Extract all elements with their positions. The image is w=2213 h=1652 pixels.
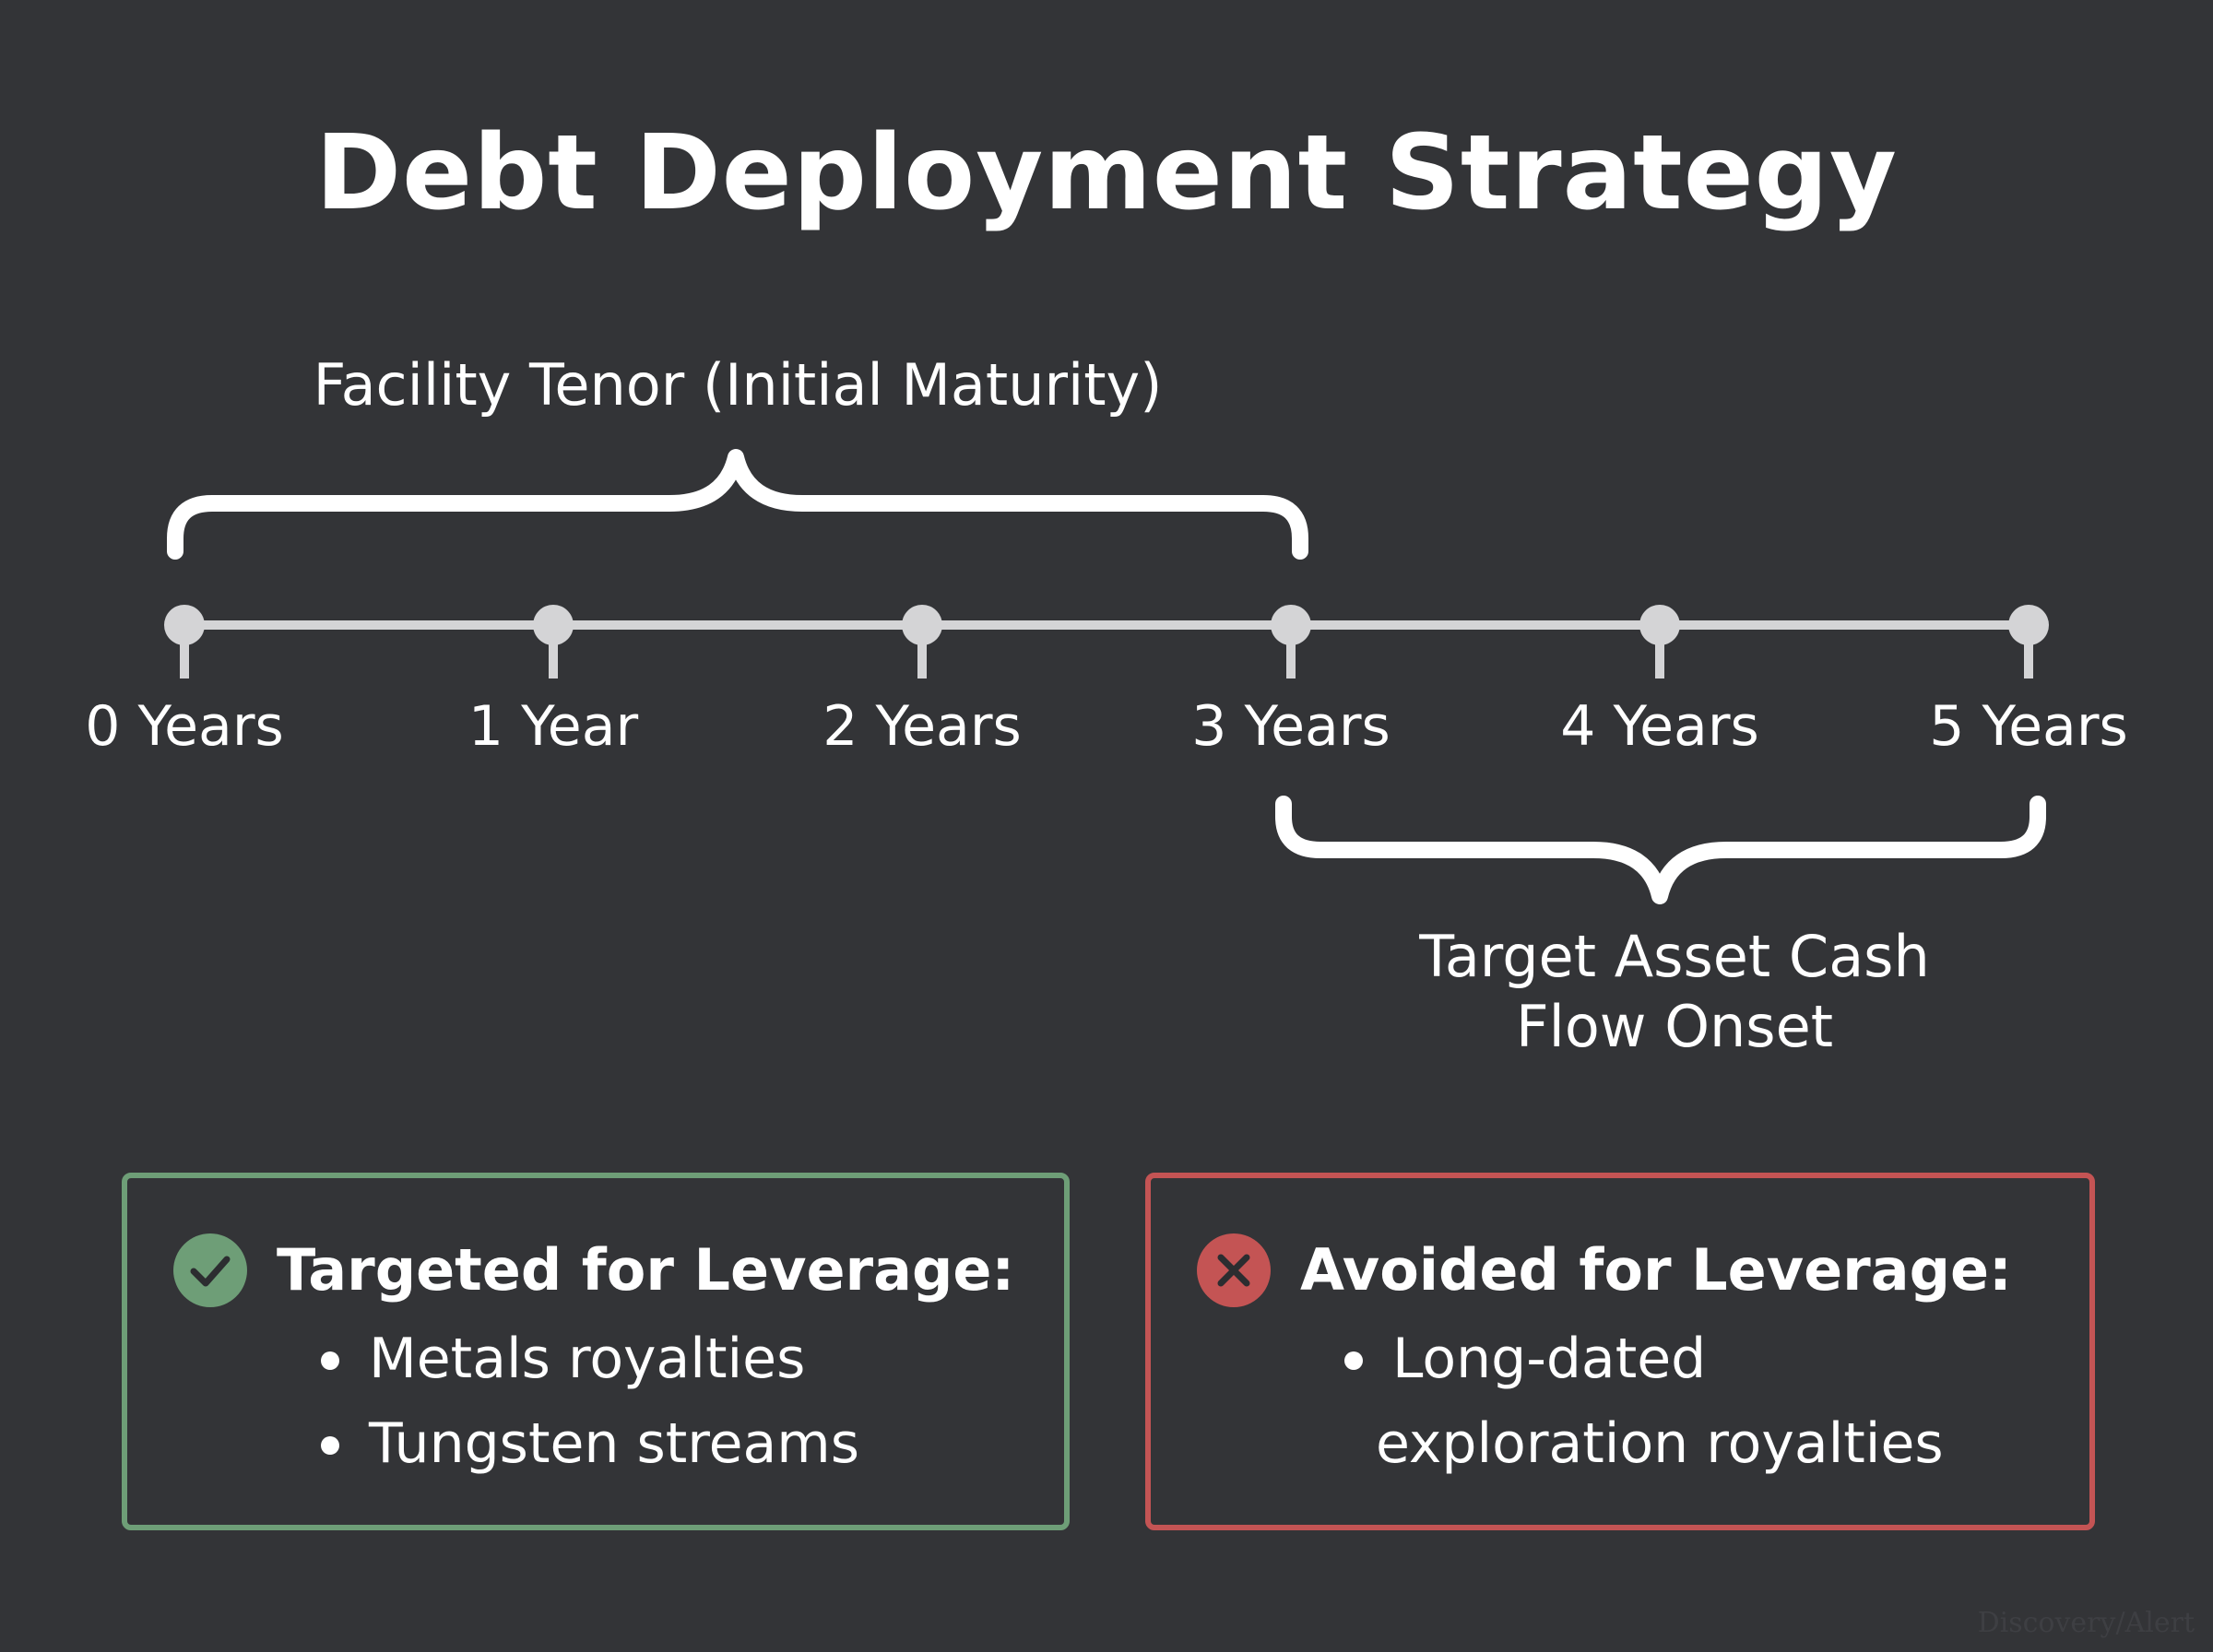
timeline-marker xyxy=(1271,605,1311,645)
timeline xyxy=(164,605,2049,678)
timeline-tick-label: 5 Years xyxy=(1929,694,2128,759)
cash-flow-onset-label-line-1: Target Asset Cash xyxy=(1419,923,1930,990)
timeline-marker xyxy=(2008,605,2049,645)
avoided-heading: Avoided for Leverage: xyxy=(1300,1236,2012,1304)
x-circle-icon xyxy=(1197,1233,1271,1307)
timeline-tick-label: 2 Years xyxy=(822,694,1022,759)
page-title: Debt Deployment Strategy xyxy=(315,113,1898,233)
avoided-item-line-2: exploration royalties xyxy=(1376,1411,1944,1476)
timeline-marker xyxy=(1639,605,1680,645)
facility-tenor-brace xyxy=(167,449,1308,560)
timeline-tick-label: 4 Years xyxy=(1560,694,1759,759)
timeline-marker xyxy=(902,605,942,645)
list-item: Long-dated exploration royalties xyxy=(1344,1316,1944,1486)
avoided-for-leverage-card: Avoided for Leverage: Long-dated explora… xyxy=(1145,1173,2095,1530)
timeline-tick-label: 3 Years xyxy=(1191,694,1391,759)
targeted-heading: Targeted for Leverage: xyxy=(277,1236,1015,1304)
list-item: Metals royalties xyxy=(321,1316,859,1401)
timeline-marker xyxy=(164,605,205,645)
cash-flow-onset-label-line-2: Flow Onset xyxy=(1515,993,1834,1060)
list-item: Tungsten streams xyxy=(321,1401,859,1486)
targeted-list: Metals royalties Tungsten streams xyxy=(321,1316,859,1486)
avoided-list: Long-dated exploration royalties xyxy=(1344,1316,1944,1486)
targeted-for-leverage-card: Targeted for Leverage: Metals royalties … xyxy=(122,1173,1070,1530)
cash-flow-onset-brace xyxy=(1275,796,2046,904)
facility-tenor-label: Facility Tenor (Initial Maturity) xyxy=(313,351,1163,419)
avoided-item-line-1: Long-dated xyxy=(1392,1327,1707,1391)
timeline-tick-label: 0 Years xyxy=(85,694,284,759)
timeline-marker xyxy=(533,605,574,645)
cash-flow-onset-label: Target Asset Cash Flow Onset xyxy=(1306,922,2043,1062)
check-circle-icon xyxy=(173,1233,247,1307)
timeline-tick-label: 1 Year xyxy=(467,694,639,759)
watermark-logo: Discovery/Alert xyxy=(1977,1607,2195,1639)
